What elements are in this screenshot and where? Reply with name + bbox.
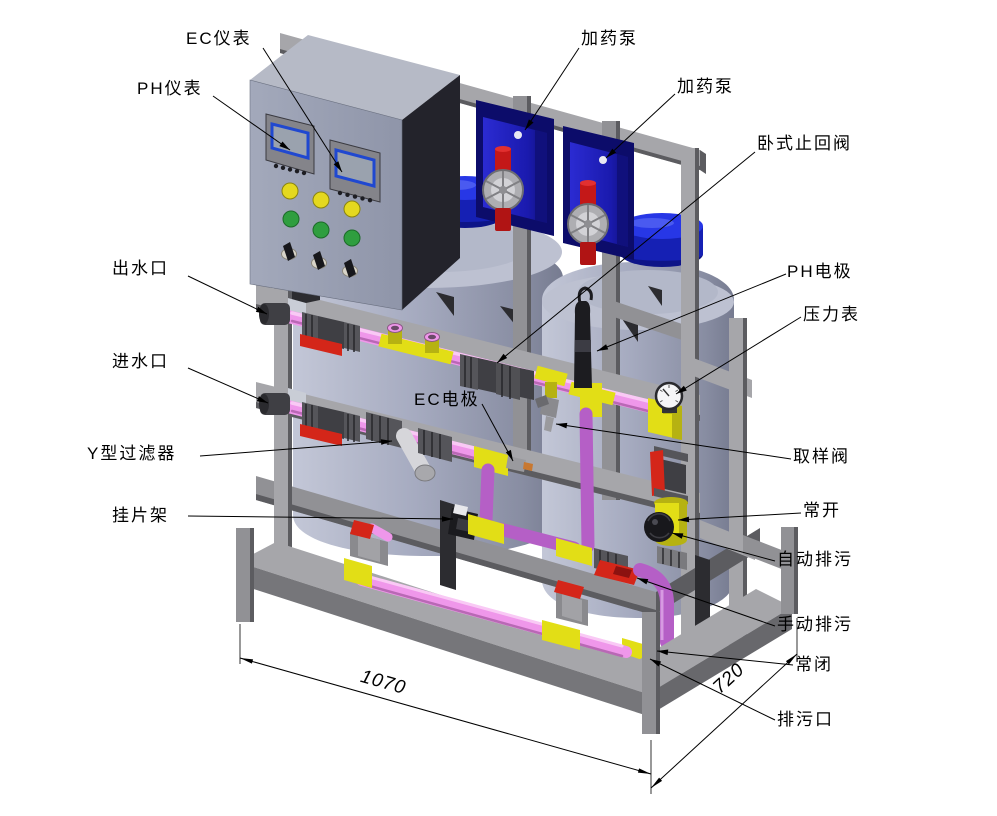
- label-water-outlet: 出水口: [112, 259, 169, 278]
- label-manual-blowdown: 手动排污: [777, 615, 853, 634]
- auto-blowdown-valve[interactable]: [644, 497, 688, 546]
- callout-leaders: [187, 47, 802, 721]
- label-sampling-valve: 取样阀: [793, 447, 850, 466]
- inlet-pipeline: [259, 388, 533, 482]
- label-normally-open: 常开: [803, 501, 841, 520]
- label-ph-electrode: PH电极: [787, 262, 853, 281]
- ec-electrode-probe: [506, 456, 533, 472]
- panel-buttons[interactable]: [281, 182, 361, 278]
- dosing-pump-1: [476, 100, 554, 236]
- pressure-gauge-dial: [654, 381, 684, 413]
- label-normally-closed: 常闭: [795, 655, 833, 674]
- label-auto-blowdown: 自动排污: [777, 550, 853, 569]
- label-coupon-rack: 挂片架: [112, 506, 169, 525]
- label-ph-meter: PH仪表: [137, 79, 203, 98]
- label-pressure-gauge: 压力表: [803, 305, 860, 324]
- selector-switches[interactable]: [281, 242, 358, 278]
- label-check-valve: 卧式止回阀: [757, 134, 852, 153]
- pump-2-head: [567, 203, 609, 245]
- label-ec-meter: EC仪表: [186, 29, 252, 48]
- left-drain-valve[interactable]: [344, 520, 393, 588]
- bottom-drain-pipe: [344, 520, 632, 658]
- inlet-ball-valve[interactable]: [300, 402, 360, 446]
- label-water-inlet: 进水口: [112, 352, 169, 371]
- label-blowdown-outlet: 排污口: [777, 710, 834, 729]
- label-dosing-pump-2: 加药泵: [677, 77, 734, 96]
- check-valve-body: [460, 354, 534, 400]
- y-strainer-body: [396, 428, 436, 482]
- sampling-valve-body[interactable]: [535, 395, 559, 432]
- control-panel: [249, 35, 460, 311]
- drain-manifold: [448, 407, 674, 672]
- ph-meter-display: [265, 113, 315, 176]
- label-ec-electrode: EC电极: [414, 390, 480, 409]
- pump-1-head: [482, 169, 524, 211]
- label-y-strainer: Y型过滤器: [87, 444, 177, 463]
- ph-electrode-probe: [574, 286, 593, 388]
- manual-blowdown-valve[interactable]: [594, 560, 640, 585]
- ec-meter-display: [329, 139, 381, 203]
- outlet-pipeline: [259, 286, 688, 570]
- right-line-ball-valve[interactable]: [650, 446, 688, 504]
- outlet-ball-valve[interactable]: [300, 312, 360, 356]
- dosing-pump-2: [563, 126, 634, 265]
- bottom-pipe-valve[interactable]: [542, 580, 588, 650]
- label-dosing-pump-1: 加药泵: [581, 29, 638, 48]
- dimension-lines: [239, 618, 798, 794]
